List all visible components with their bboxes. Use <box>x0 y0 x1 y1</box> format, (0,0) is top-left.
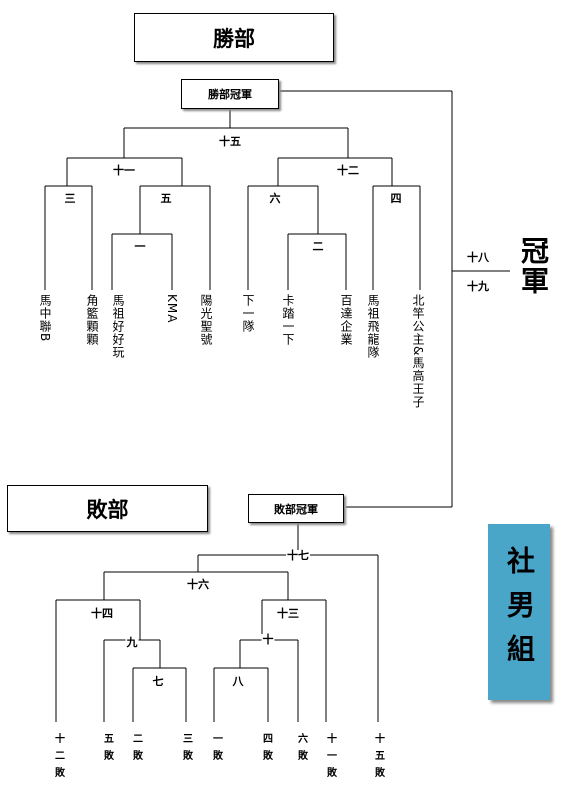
winners-final-box: 勝部冠軍 <box>181 79 279 109</box>
match-label-12: 十二 <box>336 164 360 177</box>
team-name: KMA <box>165 294 179 324</box>
team-name: 卡踏一下 <box>281 294 295 346</box>
match-label-3: 三 <box>63 192 77 205</box>
loser-entry: 五敗 <box>101 733 113 767</box>
match-label-10: 十 <box>261 633 275 646</box>
loser-entry: 十二敗 <box>52 733 64 784</box>
loser-entry: 十一敗 <box>324 733 336 784</box>
match-label-9: 九 <box>125 636 139 649</box>
match-label-19: 十九 <box>466 280 490 293</box>
division-label: 社男組 <box>503 546 536 678</box>
match-label-6: 六 <box>268 192 282 205</box>
team-name: 下一隊 <box>241 294 255 333</box>
champion-label: 冠軍 <box>517 236 550 296</box>
loser-entry: 十五敗 <box>372 733 384 784</box>
match-label-15: 十五 <box>218 135 242 148</box>
match-label-4: 四 <box>389 192 403 205</box>
match-label-17: 十七 <box>286 549 310 562</box>
match-label-13: 十三 <box>276 607 300 620</box>
match-label-18: 十八 <box>466 251 490 264</box>
team-name: 馬中聯B <box>38 294 52 343</box>
loser-entry: 一敗 <box>210 733 222 767</box>
loser-entry: 六敗 <box>295 733 307 767</box>
team-name: 馬祖好好玩 <box>111 294 125 359</box>
match-label-2: 二 <box>311 240 325 253</box>
losers-section-title: 敗部 <box>7 485 208 532</box>
match-label-1: 一 <box>133 240 147 253</box>
team-name: 百達企業 <box>339 294 353 346</box>
losers-final-box: 敗部冠軍 <box>248 494 344 523</box>
division-label-box: 社男組 <box>488 524 550 700</box>
match-label-7: 七 <box>151 675 165 688</box>
match-label-16: 十六 <box>186 578 210 591</box>
loser-entry: 二敗 <box>130 733 142 767</box>
match-label-14: 十四 <box>90 607 114 620</box>
loser-entry: 四敗 <box>260 733 272 767</box>
match-label-8: 八 <box>231 675 245 688</box>
team-name: 陽光聖號 <box>199 294 213 346</box>
team-name: 北竿公主&馬高王子 <box>411 294 425 409</box>
team-name: 馬祖飛龍隊 <box>366 294 380 359</box>
winners-section-title: 勝部 <box>134 13 334 62</box>
team-name: 角籃顆顆 <box>85 294 99 346</box>
loser-entry: 三敗 <box>180 733 192 767</box>
match-label-5: 五 <box>159 192 173 205</box>
match-label-11: 十一 <box>112 164 136 177</box>
